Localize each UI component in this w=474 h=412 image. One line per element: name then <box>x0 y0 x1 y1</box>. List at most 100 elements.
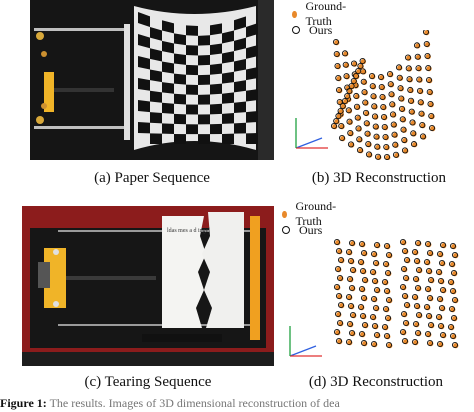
checker-square <box>174 73 186 85</box>
ours-point <box>348 329 356 337</box>
ours-point <box>438 259 446 267</box>
ours-point <box>427 100 434 108</box>
ours-point <box>356 136 363 143</box>
ours-point <box>424 285 432 293</box>
ours-point <box>425 312 433 320</box>
ours-point <box>338 122 345 130</box>
ours-point <box>363 120 370 127</box>
ours-point <box>427 321 435 329</box>
ours-point <box>335 112 342 120</box>
checker-square <box>138 56 150 70</box>
ours-point <box>419 121 426 129</box>
ours-point <box>426 88 433 96</box>
checker-square <box>174 93 186 105</box>
checker-square <box>162 20 174 34</box>
ours-point <box>332 38 340 46</box>
ours-point <box>416 87 424 94</box>
ours-point <box>451 341 459 349</box>
ours-point <box>337 107 344 115</box>
ours-point <box>385 251 393 259</box>
ours-point <box>346 275 354 283</box>
ours-point <box>353 92 360 100</box>
paper-handwriting: ldas mes a d ingel <box>167 228 210 234</box>
ours-point <box>400 126 407 133</box>
checker-square <box>186 104 198 115</box>
ours-point <box>371 113 379 120</box>
point-cloud-d <box>289 238 459 357</box>
ours-point <box>348 284 356 292</box>
ours-point <box>392 141 399 148</box>
ours-point <box>447 278 455 286</box>
ours-point <box>423 303 431 311</box>
checker-square <box>234 122 246 134</box>
ours-point <box>424 240 432 248</box>
ours-point <box>439 331 447 339</box>
ours-point <box>411 248 419 256</box>
checker-square <box>186 84 198 95</box>
ours-point <box>398 95 405 102</box>
checker-square <box>222 30 234 44</box>
checker-square <box>222 133 234 144</box>
ours-point <box>359 267 367 275</box>
ours-point <box>448 260 456 268</box>
legend-b: Ground-Truth Ours <box>292 0 349 38</box>
ours-point <box>357 258 365 266</box>
ours-point <box>439 286 447 294</box>
ours-point <box>335 292 343 300</box>
ours-point <box>423 40 430 48</box>
legend-label: Ours <box>309 22 333 37</box>
ours-point <box>373 331 381 339</box>
ours-point <box>414 284 422 292</box>
ours-point <box>396 74 403 81</box>
ours-point <box>337 256 345 264</box>
ours-point <box>350 60 358 67</box>
ours-point <box>398 105 406 112</box>
ours-point <box>387 81 394 88</box>
ours-point <box>399 116 406 123</box>
checker-square <box>162 82 174 94</box>
ours-point <box>369 83 376 90</box>
ours-point <box>437 277 445 285</box>
ours-point <box>414 329 422 337</box>
ours-point <box>449 332 457 340</box>
ours-point <box>360 339 368 347</box>
ours-point <box>334 265 342 273</box>
ours-point <box>424 52 431 60</box>
ours-point <box>361 89 368 96</box>
ours-point <box>352 72 360 80</box>
checker-square <box>162 123 174 134</box>
checker-square <box>210 23 222 36</box>
checker-square <box>198 35 210 46</box>
ours-point <box>383 332 391 340</box>
ours-point <box>412 275 420 283</box>
ours-point <box>333 283 341 291</box>
ours-point <box>370 340 378 348</box>
ours-ring-icon <box>292 26 300 34</box>
ours-point <box>360 294 368 302</box>
legend-item-ours: Ours <box>282 222 339 238</box>
axis-z-icon <box>289 345 317 357</box>
checker-square <box>246 23 258 38</box>
checker-square <box>210 83 222 95</box>
ours-point <box>336 274 344 282</box>
checker-square <box>246 111 258 123</box>
checker-square <box>150 48 162 62</box>
ours-point <box>397 85 404 92</box>
ours-point <box>449 287 457 295</box>
legend-item-ours: Ours <box>292 22 349 38</box>
ours-point <box>449 242 457 250</box>
ours-point <box>349 311 357 319</box>
ours-point <box>410 141 418 148</box>
ours-point <box>348 239 356 247</box>
ours-point <box>425 76 433 84</box>
checker-square <box>210 123 222 135</box>
ours-point <box>359 312 367 320</box>
ours-point <box>335 86 343 94</box>
ours-point <box>399 283 407 291</box>
ours-point <box>400 310 408 318</box>
ours-point <box>345 248 353 256</box>
ours-point <box>381 278 389 286</box>
ours-point <box>402 274 410 282</box>
ours-point <box>346 87 353 95</box>
ours-point <box>335 337 343 345</box>
